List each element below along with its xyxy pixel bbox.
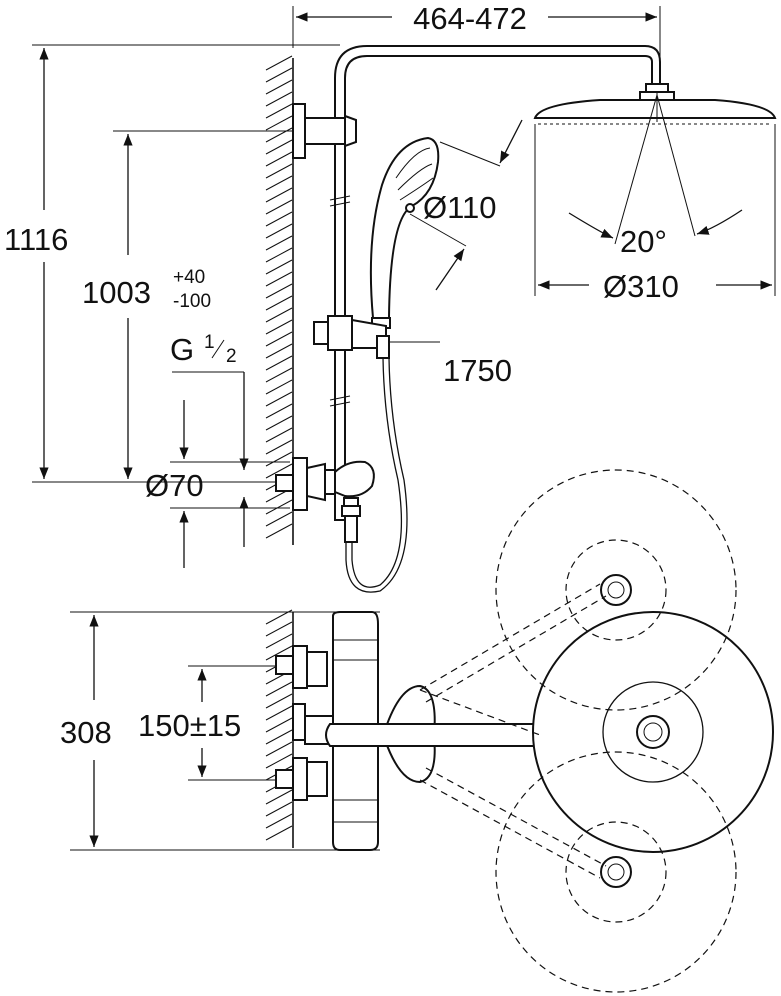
hose-length-label: 1750 — [443, 353, 512, 388]
wall-hatch-line — [265, 693, 293, 709]
thread-label-g: G — [170, 332, 194, 367]
total-height-dimension: 1116 — [4, 44, 340, 483]
wall-hatch-line — [265, 175, 293, 191]
hand-shower — [369, 136, 440, 329]
bar-height-dimension: 1003 +40 -100 — [82, 130, 300, 479]
wall-hatch-line — [265, 753, 293, 769]
wall-hatch-line — [265, 343, 293, 359]
head-shower-side — [533, 83, 777, 125]
wall-hatch-line — [265, 319, 293, 335]
wall-hatching-bottom — [265, 609, 294, 848]
hand-shower-dimension: Ø110 — [409, 119, 523, 291]
wall-hatch-line — [265, 511, 293, 527]
wall-hatch-line — [265, 379, 293, 395]
wall-hatch-line — [265, 499, 293, 515]
wall-hatch-line — [265, 825, 293, 841]
wall-hatch-line — [265, 79, 293, 95]
bar-height-tol-minus: -100 — [173, 291, 211, 312]
wall-hatch-line — [265, 813, 293, 829]
swivel-positions-plan — [419, 469, 737, 993]
thread-size-dimension: G 1 2 — [170, 332, 249, 547]
wall-hatch-line — [265, 705, 293, 721]
wall-hatch-line — [265, 355, 293, 371]
wall-hatch-line — [265, 211, 293, 227]
wall-hatch-line — [265, 427, 293, 443]
wall-hatch-line — [265, 247, 293, 263]
hand-shower-label: Ø110 — [423, 190, 497, 225]
wall-hatch-line — [265, 463, 293, 479]
top-width-dimension: 464-472 — [292, 1, 661, 80]
bar-height-label: 1003 — [82, 275, 151, 310]
wall-hatch-line — [265, 307, 293, 323]
wall-hatch-line — [265, 717, 293, 733]
top-width-label: 464-472 — [413, 1, 527, 36]
wall-hatch-line — [265, 451, 293, 467]
thread-label-num: 1 — [204, 332, 215, 353]
spray-angle-dimension: 20° — [568, 92, 743, 259]
total-height-label: 1116 — [4, 222, 68, 257]
wall-hatch-line — [265, 127, 293, 143]
wall-hatch-line — [265, 151, 293, 167]
wall-hatch-line — [265, 729, 293, 745]
wall-hatch-line — [265, 741, 293, 757]
wall-hatch-line — [265, 115, 293, 131]
wall-hatch-line — [265, 139, 293, 155]
wall-hatch-line — [265, 223, 293, 239]
wall-hatch-line — [265, 103, 293, 119]
wall-hatch-line — [265, 67, 293, 83]
side-depth-dimension: 308 — [60, 611, 380, 851]
wall-hatch-line — [265, 259, 293, 275]
wall-hatch-line — [265, 403, 293, 419]
side-depth-label: 308 — [60, 715, 112, 750]
wall-hatch-line — [265, 415, 293, 431]
wall-hatch-line — [265, 199, 293, 215]
wall-hatch-line — [265, 235, 293, 251]
wall-bracket-upper — [292, 103, 357, 159]
wall-hatch-line — [265, 439, 293, 455]
escutcheon-dimension: Ø70 — [145, 400, 290, 568]
wall-hatch-line — [265, 163, 293, 179]
wall-hatch-line — [265, 271, 293, 287]
head-shower-plan — [532, 611, 774, 853]
wall-hatch-line — [265, 283, 293, 299]
wall-hatch-line — [265, 645, 293, 661]
wall-hatch-line — [265, 621, 293, 637]
wall-hatch-line — [265, 91, 293, 107]
bar-height-tol-plus: +40 — [173, 267, 205, 288]
wall-hatch-line — [265, 523, 293, 539]
wall-hatch-line — [265, 295, 293, 311]
escutcheon-label: Ø70 — [145, 468, 204, 503]
wall-hatching-top — [265, 55, 294, 545]
wall-hatch-line — [265, 55, 293, 71]
spray-angle-label: 20° — [620, 224, 667, 259]
head-shower-dimension: Ø310 — [534, 124, 776, 304]
head-shower-label: Ø310 — [603, 269, 679, 304]
wall-hatch-line — [265, 633, 293, 649]
wall-hatch-line — [265, 789, 293, 805]
wall-hatch-line — [265, 801, 293, 817]
inlet-spacing-dimension: 150±15 — [138, 665, 280, 781]
wall-hatch-line — [265, 187, 293, 203]
inlet-spacing-label: 150±15 — [138, 708, 241, 743]
wall-hatch-line — [265, 391, 293, 407]
wall-connection-side — [275, 457, 375, 543]
wall-hatch-line — [265, 331, 293, 347]
thread-label-den: 2 — [226, 346, 237, 367]
wall-hatch-line — [265, 681, 293, 697]
shower-hose: 1750 — [345, 335, 512, 593]
wall-hatch-line — [265, 367, 293, 383]
